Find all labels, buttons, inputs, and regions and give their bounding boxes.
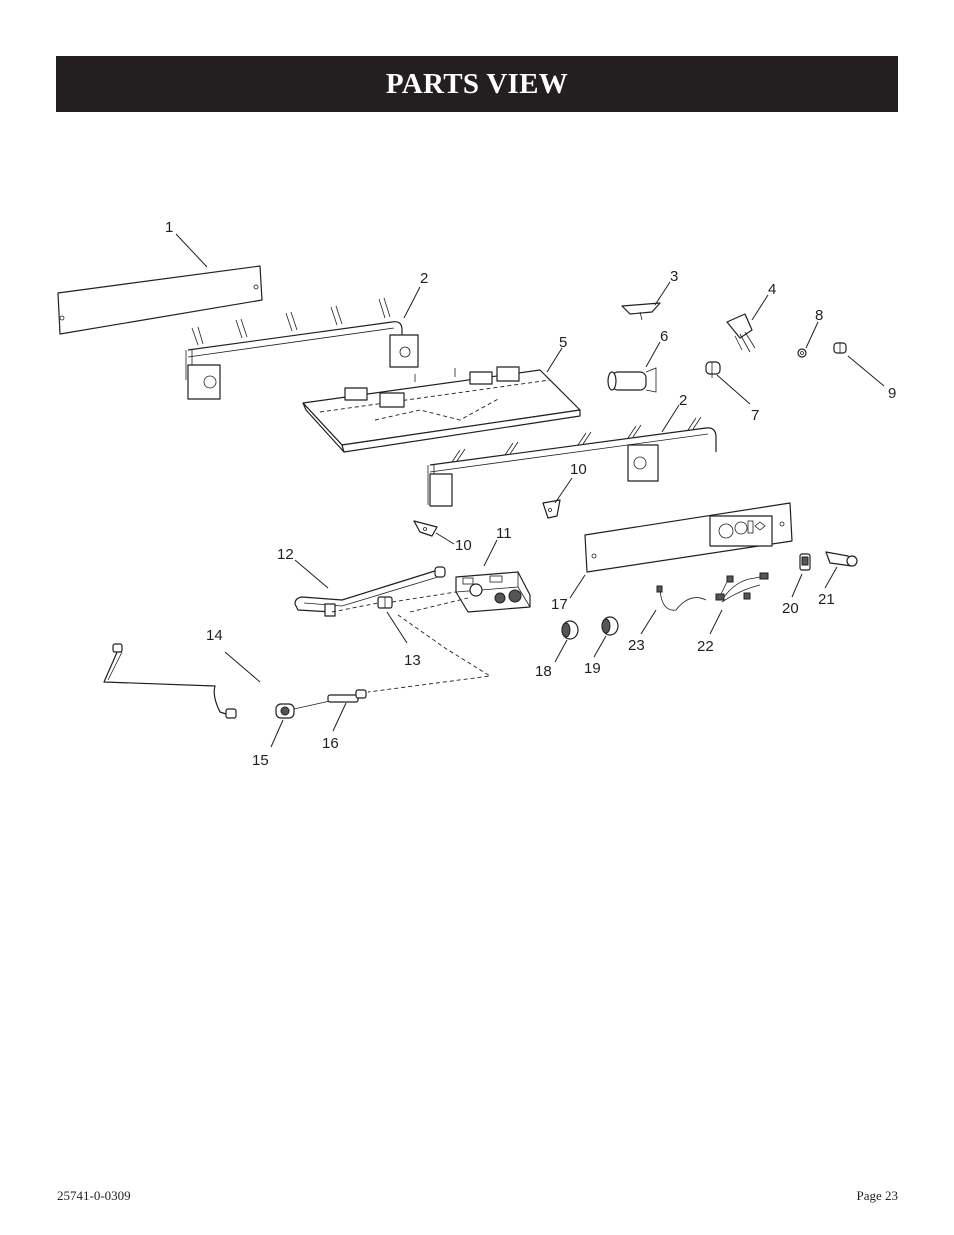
part-16-thermocouple <box>293 689 367 710</box>
part-22-wire-harness <box>715 572 769 603</box>
callout-5: 5 <box>559 334 567 351</box>
callout-4: 4 <box>768 281 776 298</box>
part-4-pilot <box>726 313 756 353</box>
part-2-grate-front <box>427 416 717 507</box>
part-14-pilot-tube <box>103 643 237 719</box>
callout-3: 3 <box>670 268 678 285</box>
callout-2-rear: 2 <box>420 270 428 287</box>
callout-7: 7 <box>751 407 759 424</box>
callout-13: 13 <box>404 652 421 669</box>
part-23-wire <box>656 585 707 611</box>
callout-22: 22 <box>697 638 714 655</box>
part-13-fitting <box>377 596 393 609</box>
part-12-gas-tube <box>294 566 446 617</box>
page-header: PARTS VIEW <box>56 56 898 112</box>
callout-16: 16 <box>322 735 339 752</box>
callout-20: 20 <box>782 600 799 617</box>
callout-8: 8 <box>815 307 823 324</box>
part-1-panel <box>57 265 263 335</box>
callout-10-right: 10 <box>570 461 587 478</box>
part-8-nut <box>797 348 807 358</box>
callout-11: 11 <box>496 525 512 542</box>
part-10-bracket-right <box>542 499 561 519</box>
callout-1: 1 <box>165 219 173 236</box>
page-title: PARTS VIEW <box>385 67 569 100</box>
part-11-gas-valve <box>455 571 531 613</box>
part-19-knob <box>601 616 619 636</box>
part-2-grate-rear <box>185 297 419 400</box>
callout-10-left: 10 <box>455 537 472 554</box>
callout-19: 19 <box>584 660 601 677</box>
document-number: 25741-0-0309 <box>57 1188 131 1203</box>
callout-15: 15 <box>252 752 269 769</box>
part-3-bracket <box>621 302 661 321</box>
part-9-orifice <box>833 342 847 354</box>
part-18-knob <box>561 620 579 640</box>
callout-9: 9 <box>888 385 896 402</box>
callout-12: 12 <box>277 546 294 563</box>
part-5-burner-tray <box>302 366 581 453</box>
part-20-switch <box>799 553 811 571</box>
page-number: Page 23 <box>856 1188 898 1203</box>
part-10-bracket-left <box>413 520 438 537</box>
leader-lines <box>175 233 885 748</box>
callout-2-front: 2 <box>679 392 687 409</box>
assembly-dashed-lines <box>331 591 492 693</box>
callout-labels: 1 2 2 3 4 5 6 7 8 9 10 10 11 12 13 14 15… <box>165 219 896 769</box>
part-6-burner-tube <box>607 367 657 393</box>
callout-23: 23 <box>628 637 645 654</box>
callout-6: 6 <box>660 328 668 345</box>
part-17-control-panel <box>584 502 793 573</box>
callout-17: 17 <box>551 596 568 613</box>
callout-18: 18 <box>535 663 552 680</box>
callout-14: 14 <box>206 627 223 644</box>
part-15-connector <box>275 703 295 719</box>
callout-21: 21 <box>818 591 835 608</box>
part-21-igniter <box>825 551 858 567</box>
part-7-clip <box>705 361 721 378</box>
